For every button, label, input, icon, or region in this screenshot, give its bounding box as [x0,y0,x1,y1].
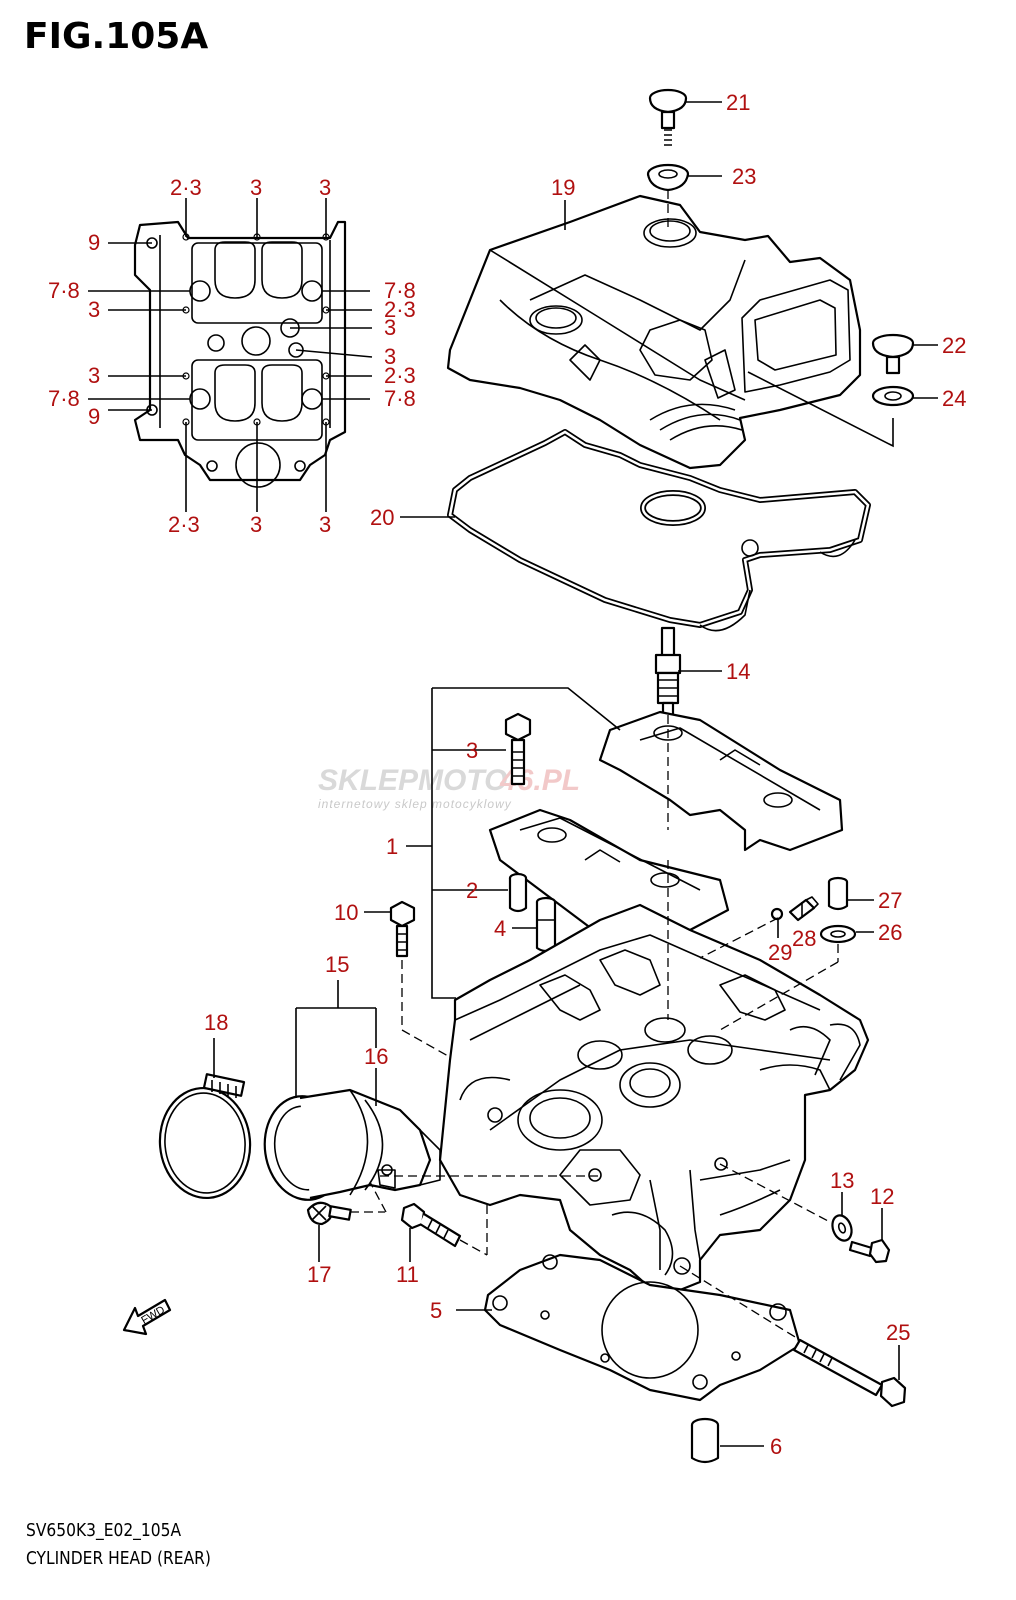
callout-24: 24 [942,386,966,411]
callout-inset-top-3: 3 [319,175,331,200]
callout-21: 21 [726,90,750,115]
cylinder-dowel [690,1417,720,1464]
side-bolt-and-washer [871,333,915,407]
callout-1: 1 [386,834,398,859]
forward-arrow-label: FWD [139,1304,167,1327]
callout-29: 29 [768,940,792,965]
callout-inset-right-5: 2·3 [384,363,416,388]
callout-27: 27 [878,888,902,913]
cap-bolt [504,712,532,786]
long-bolt [792,1338,907,1408]
watermark-brand-part1: SKLEPMOTO [318,764,507,797]
diagram-name: CYLINDER HEAD (REAR) [26,1548,211,1569]
callout-12: 12 [870,1184,894,1209]
intake-pipe [263,1088,441,1201]
forward-arrow-icon: FWD [122,1298,172,1336]
callout-inset-left-6: 9 [88,404,100,429]
callout-28: 28 [792,926,816,951]
guide-pin [535,896,557,953]
intake-bolt [400,1202,462,1248]
side-washer-and-bolt [831,1214,891,1264]
callout-labels: 21 23 19 22 24 20 14 3 1 2 4 10 27 26 28… [204,90,966,1459]
watermark: SKLEPMOTO 46.PL internetowy sklep motocy… [318,764,580,811]
callout-3: 3 [466,738,478,763]
cylinder-head [438,903,870,1292]
dashed-center-lines [350,190,839,1341]
callout-26: 26 [878,920,902,945]
callout-19: 19 [551,175,575,200]
callout-16: 16 [364,1044,388,1069]
inset-callout-labels: 2·3 3 3 2·3 3 3 9 7·8 3 3 7·8 9 7·8 2·3 … [48,175,416,537]
spark-plug [654,626,682,717]
watermark-tagline: internetowy sklep motocyklowy [318,797,512,811]
callout-4: 4 [494,916,506,941]
callout-15: 15 [325,952,349,977]
callout-6: 6 [770,1434,782,1459]
callout-inset-right-2: 2·3 [384,297,416,322]
callout-inset-left-4: 3 [88,363,100,388]
callout-23: 23 [732,164,756,189]
callout-2: 2 [466,878,478,903]
callout-inset-bottom-2: 3 [250,512,262,537]
head-top-view-inset [133,220,347,488]
callout-inset-left-3: 3 [88,297,100,322]
callout-11: 11 [396,1262,419,1287]
callout-inset-top-2: 3 [250,175,262,200]
callout-inset-left-2: 7·8 [48,278,80,303]
callout-22: 22 [942,333,966,358]
callout-inset-top-1: 2·3 [170,175,202,200]
callout-inset-bottom-3: 3 [319,512,331,537]
callout-20: 20 [370,505,394,530]
callout-inset-left-5: 7·8 [48,386,80,411]
leader-lines [213,101,938,1447]
callout-inset-right-1: 7·8 [384,278,416,303]
callout-inset-bottom-1: 2·3 [168,512,200,537]
callout-inset-left-1: 9 [88,230,100,255]
cylinder-head-cover [446,194,862,470]
cover-bolt-and-grommet [646,88,690,192]
callout-10: 10 [334,900,358,925]
inset-leaders [88,198,373,512]
callout-inset-right-4: 3 [384,344,396,369]
hose-clamp [158,1073,252,1200]
callout-13: 13 [830,1168,854,1193]
head-bolt-small [389,900,416,958]
small-fittings [770,876,857,944]
callout-inset-right-3: 3 [384,315,396,340]
figure-title: FIG.105A [24,16,209,57]
callout-14: 14 [726,659,750,684]
intake-screw [306,1201,352,1226]
callout-inset-right-6: 7·8 [384,386,416,411]
cover-gasket [447,429,871,632]
callout-5: 5 [430,1298,442,1323]
dowel-pin [508,872,528,913]
diagram-code: SV650K3_E02_105A [26,1520,182,1541]
callout-25: 25 [886,1320,910,1345]
head-gasket [483,1253,802,1402]
callout-17: 17 [307,1262,331,1287]
callout-18: 18 [204,1010,228,1035]
